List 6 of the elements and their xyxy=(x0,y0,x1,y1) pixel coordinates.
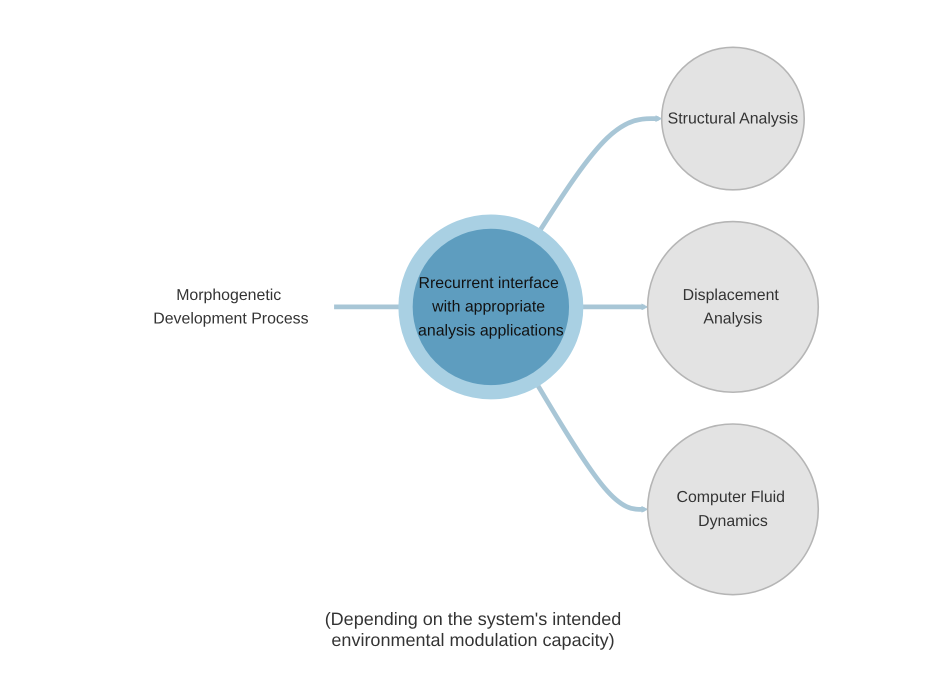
node-circle: Rrecurrent interface with appropriate analysis applications xyxy=(398,214,584,399)
node-circle: Structural Analysis xyxy=(660,46,805,190)
node-text: Morphogenetic Development Process xyxy=(153,286,309,328)
node-circle: Displacement Analysis xyxy=(646,220,820,393)
note-text: (Depending on the system's intended environmental modulation capacity) xyxy=(324,608,622,650)
node-circle: Computer Fluid Dynamics xyxy=(646,422,820,595)
